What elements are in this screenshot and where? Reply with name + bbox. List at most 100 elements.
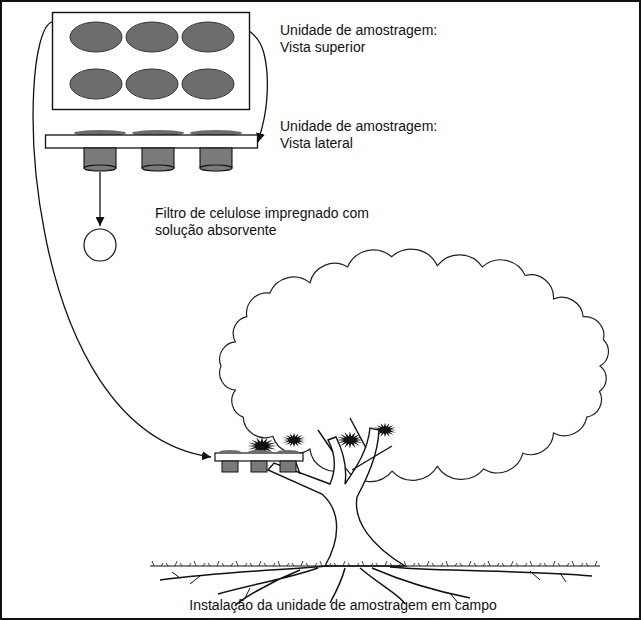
foliage-cluster (247, 437, 277, 455)
grass-blade (203, 563, 205, 566)
well-bottom (200, 165, 232, 171)
grass-blade (264, 563, 266, 566)
grass-blade (404, 561, 406, 566)
unit-bar (46, 135, 258, 148)
grass-blade (236, 561, 238, 566)
grass-blade (525, 563, 527, 566)
grass-blade (320, 561, 322, 566)
connector-arrow (99, 172, 100, 226)
grass-blade (516, 563, 518, 566)
grass-blade (488, 561, 490, 566)
unit-disc (277, 450, 299, 454)
part-label: Filtro de celulose impregnado com soluçã… (155, 205, 405, 239)
grass-blade (586, 563, 588, 566)
sampling-well (182, 22, 234, 52)
grass-blade (189, 563, 191, 566)
grass-blade (418, 563, 420, 566)
grass-blade (301, 561, 303, 566)
top-view-unit: Unidade de amostragem: Vista superior (52, 12, 250, 110)
grass-blade (553, 561, 555, 566)
unit-plate (53, 13, 250, 110)
tree-canopy (220, 249, 609, 482)
tree-twigs (292, 418, 392, 474)
well-bottom (142, 165, 174, 171)
grass-blade (497, 563, 499, 566)
grass-blade (376, 563, 378, 566)
grass-blade (343, 561, 345, 566)
grass-blade (306, 563, 308, 566)
grass-blade (390, 563, 392, 566)
grass-blade (315, 563, 317, 566)
sampling-well (70, 69, 122, 99)
grass-blade (483, 563, 485, 566)
grass-blade (180, 563, 182, 566)
grass-blade (385, 561, 387, 566)
grass-blade (432, 563, 434, 566)
grass-blade (474, 563, 476, 566)
part-label: Unidade de amostragem: Vista superior (280, 22, 470, 56)
grass-blade (539, 563, 541, 566)
grass-blade (287, 563, 289, 566)
figure-caption: Instalação da unidade de amostragem em c… (100, 597, 586, 614)
sampling-well (182, 69, 234, 99)
grass-blade (152, 561, 154, 566)
grass-blade (208, 563, 210, 566)
grass-blade (502, 563, 504, 566)
grass-blade (175, 561, 177, 566)
part-label: Unidade de amostragem: Vista lateral (280, 118, 470, 152)
tree-illustration (150, 249, 608, 606)
sampling-well (70, 22, 122, 52)
unit-cylinder (280, 461, 296, 472)
grass-blade (329, 563, 331, 566)
grass-blade (194, 561, 196, 566)
unit-disc (219, 450, 241, 454)
grass-blade (278, 561, 280, 566)
node-outline (52, 12, 250, 110)
node-outline (45, 130, 258, 172)
grass (152, 561, 597, 566)
sampling-well (126, 69, 178, 99)
unit-disc (248, 450, 270, 454)
grass-blade (222, 563, 224, 566)
grass-blade (357, 563, 359, 566)
grass-blade (348, 563, 350, 566)
grass-blade (441, 563, 443, 566)
grass-blade (427, 561, 429, 566)
unit-bar (215, 453, 303, 461)
grass-blade (231, 563, 233, 566)
grass-blade (544, 563, 546, 566)
unit-cylinder (251, 461, 267, 472)
grass-blade (245, 563, 247, 566)
grass-blade (217, 561, 219, 566)
grass-blade (511, 561, 513, 566)
grass-blade (334, 563, 336, 566)
filter-disc: Filtro de celulose impregnado com soluçã… (83, 228, 117, 262)
connector-arrow (250, 32, 267, 143)
grass-blade (581, 563, 583, 566)
grass-blade (572, 561, 574, 566)
grass-blade (567, 563, 569, 566)
grass-blade (250, 563, 252, 566)
unit-cylinder (222, 461, 238, 472)
grass-blade (292, 563, 294, 566)
grass-blade (530, 561, 532, 566)
grass-blade (460, 563, 462, 566)
grass-blade (595, 561, 597, 566)
grass-blade (371, 563, 373, 566)
grass-blade (446, 561, 448, 566)
grass-blade (455, 563, 457, 566)
installed-sampling-unit (215, 450, 303, 472)
grass-blade (469, 561, 471, 566)
grass-blade (399, 563, 401, 566)
filter-outline (84, 229, 116, 261)
grass-blade (259, 561, 261, 566)
grass-blade (362, 561, 364, 566)
grass-blade (161, 563, 163, 566)
grass-blade (166, 563, 168, 566)
grass-blade (558, 563, 560, 566)
sampling-well (126, 22, 178, 52)
foliage-cluster (282, 433, 306, 447)
tree-trunk (268, 428, 405, 566)
side-view-unit: Unidade de amostragem: Vista lateral (45, 130, 258, 172)
